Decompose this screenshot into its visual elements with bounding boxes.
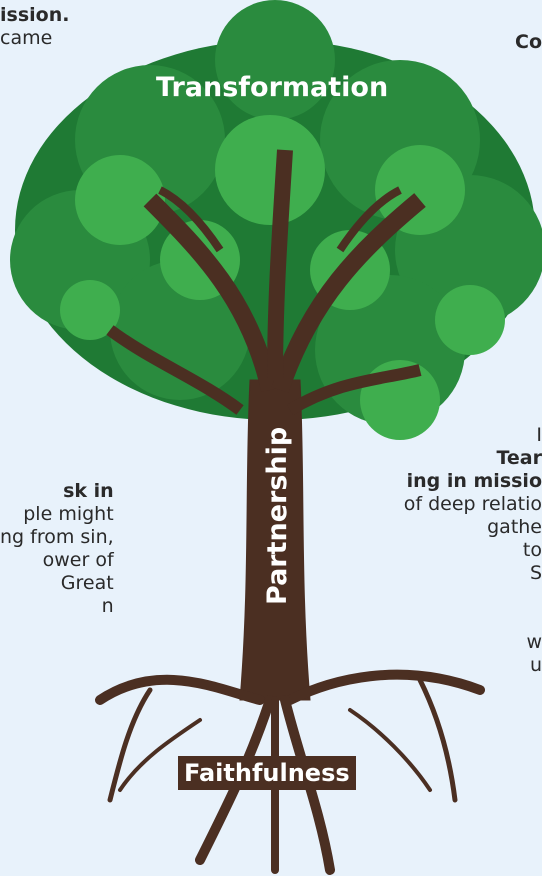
right-mid-line-4: ing in missio	[406, 470, 542, 492]
right-mid-line-3: Tear	[496, 447, 542, 469]
right-top-text: Co	[515, 31, 542, 54]
right-mid-line-5: of deep relatio	[403, 493, 542, 515]
right-mid-line-8: S	[529, 562, 542, 584]
right-mid-line-7: to	[522, 539, 542, 561]
faithfulness-label: Faithfulness	[178, 756, 356, 790]
left-mid-line-4: ower of	[42, 549, 114, 571]
right-mid-line-12: u	[529, 654, 542, 676]
left-mid-line-1: sk in	[63, 480, 114, 502]
left-mid-line-6: n	[101, 595, 114, 617]
tree-trunk	[106, 149, 426, 701]
left-mid-line-5: Great	[60, 572, 114, 594]
partnership-label: Partnership	[262, 426, 293, 605]
right-top-line-1: Co	[515, 31, 542, 53]
right-mid-line-1: I	[536, 424, 542, 446]
left-top-text: ission. came	[0, 4, 69, 50]
left-mid-line-3: ng from sin,	[0, 526, 114, 548]
right-mid-line-6: gathe	[487, 516, 542, 538]
right-mid-line-11: w	[526, 631, 542, 653]
transformation-label: Transformation	[156, 72, 389, 103]
right-mid-text: I Tear ing in missio of deep relatio gat…	[404, 424, 542, 677]
left-top-line-2: came	[0, 27, 53, 49]
left-mid-text: sk in ple might ng from sin, ower of Gre…	[0, 480, 114, 618]
left-mid-line-2: ple might	[23, 503, 114, 525]
left-top-line-1: ission.	[0, 4, 70, 26]
